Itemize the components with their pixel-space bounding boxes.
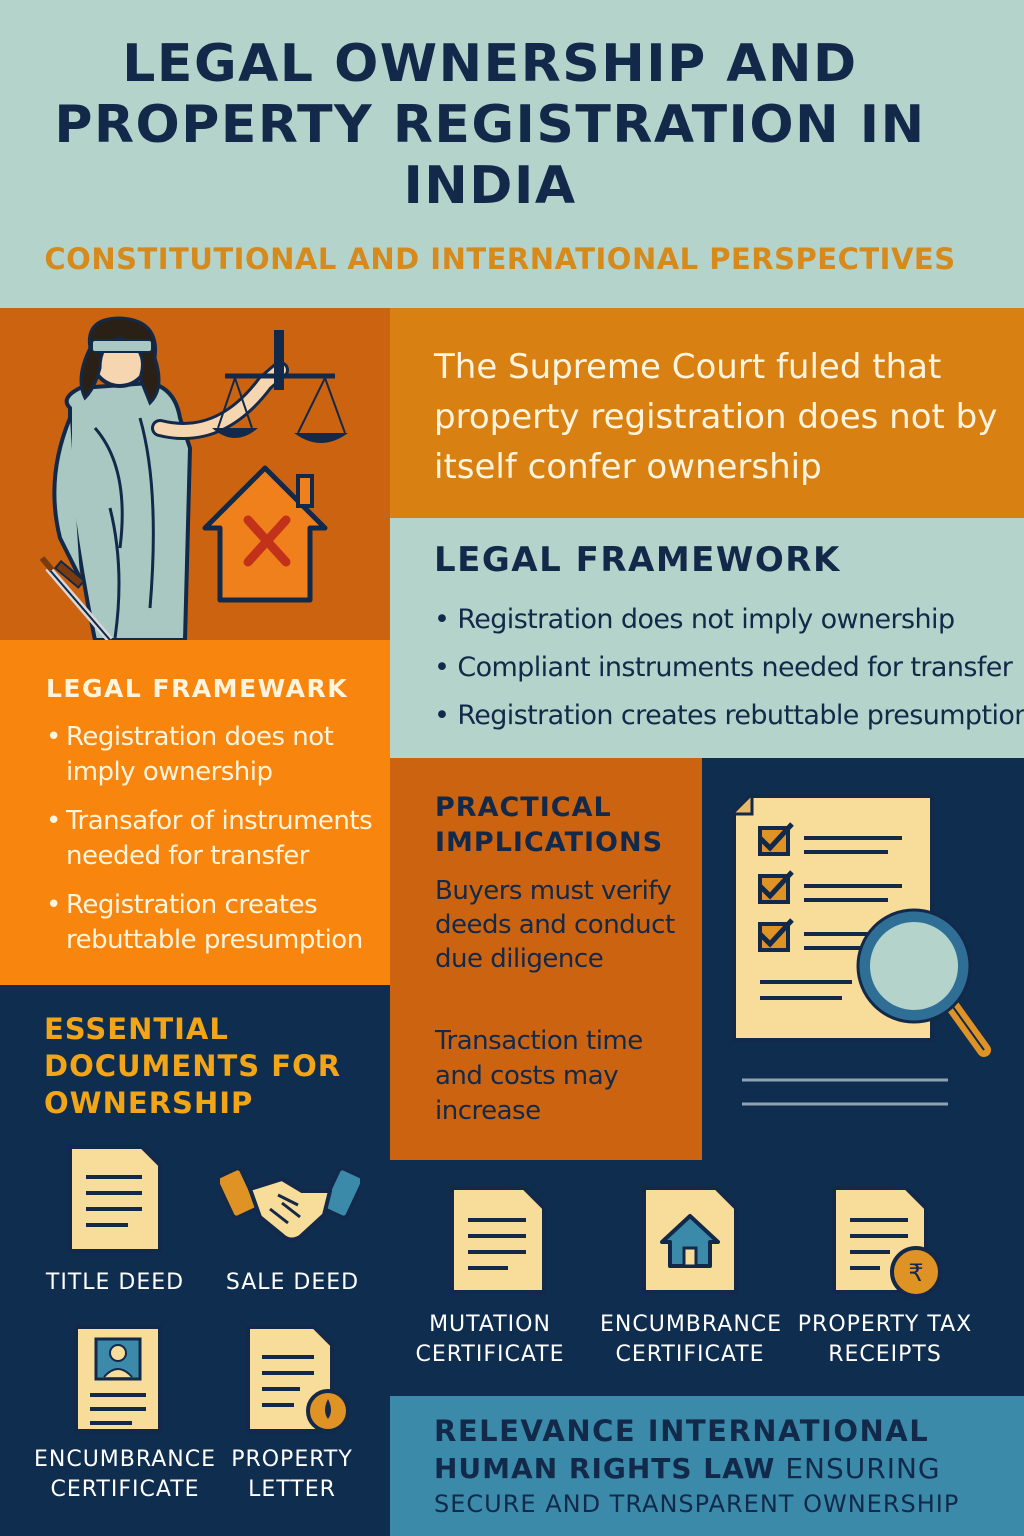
relevance-panel: RELEVANCE INTERNATIONAL HUMAN RIGHTS LAW… bbox=[390, 1396, 1024, 1536]
essential-documents-panel: ESSENTIAL DOCUMENTS FOR OWNERSHIP TITLE … bbox=[0, 985, 390, 1536]
additional-documents-panel: MUTATION CERTIFICATE ENCUMBRANCE CERTIFI… bbox=[390, 1160, 1024, 1396]
header: LEGAL OWNERSHIP AND PROPERTY REGISTRATIO… bbox=[0, 0, 1024, 308]
checklist-magnifier-icon bbox=[732, 794, 991, 1106]
document-icon bbox=[68, 1145, 162, 1253]
svg-text:₹: ₹ bbox=[908, 1259, 923, 1287]
list-item: • Registration creates rebuttable presum… bbox=[434, 700, 1024, 731]
essential-documents-heading: ESSENTIAL DOCUMENTS FOR OWNERSHIP bbox=[44, 1012, 342, 1120]
legal-framework-heading: LEGAL FRAMEWORK bbox=[434, 540, 841, 580]
legal-framework-list: • Registration does not imply ownership … bbox=[434, 596, 1024, 740]
document-icon bbox=[450, 1186, 546, 1294]
house-document-icon bbox=[642, 1186, 738, 1294]
document-label: MUTATION CERTIFICATE bbox=[415, 1312, 565, 1367]
document-label: ENCUMBRANCE CERTIFICATE bbox=[600, 1312, 783, 1367]
legal-framework-secondary-heading: LEGAL FRAMEWARK bbox=[46, 674, 349, 703]
document-label: PROPERTY TAX RECEIPTS bbox=[797, 1312, 973, 1367]
document-label: PROPERTY LETTER bbox=[231, 1447, 353, 1502]
list-item: • Registration does not imply ownership bbox=[434, 604, 955, 635]
legal-framework-panel: LEGAL FRAMEWORK • Registration does not … bbox=[390, 518, 1024, 758]
id-certificate-icon bbox=[74, 1325, 162, 1433]
legal-framework-secondary-list: •Registration does not imply ownership •… bbox=[46, 720, 381, 972]
document-label: TITLE DEED bbox=[45, 1270, 185, 1295]
page-title: LEGAL OWNERSHIP AND PROPERTY REGISTRATIO… bbox=[54, 34, 926, 216]
practical-implications-panel: PRACTICAL IMPLICATIONS Buyers must verif… bbox=[390, 758, 702, 1160]
relevance-line: RELEVANCE INTERNATIONAL bbox=[434, 1414, 930, 1448]
handshake-icon bbox=[220, 1167, 360, 1242]
document-label: ENCUMBRANCE CERTIFICATE bbox=[33, 1447, 217, 1502]
receipt-coin-icon: ₹ bbox=[832, 1186, 942, 1298]
list-item: •Transafor of instruments needed for tra… bbox=[46, 806, 373, 871]
list-item: • Compliant instruments needed for trans… bbox=[434, 652, 1013, 683]
legal-framework-secondary-panel: LEGAL FRAMEWARK •Registration does not i… bbox=[0, 640, 390, 985]
court-ruling-text: The Supreme Court fuled that property re… bbox=[434, 347, 998, 487]
page-subtitle: CONSTITUTIONAL AND INTERNATIONAL PERSPEC… bbox=[44, 242, 956, 276]
practical-point: Buyers must verify deeds and conduct due… bbox=[435, 876, 675, 974]
relevance-line: SECURE AND TRANSPARENT OWNERSHIP bbox=[434, 1490, 960, 1518]
practical-point: Transaction time and costs may increase bbox=[435, 1026, 643, 1126]
list-item: •Registration does not imply ownership bbox=[46, 722, 334, 787]
list-item: •Registration creates rebuttable presump… bbox=[46, 890, 363, 955]
court-ruling-panel: The Supreme Court fuled that property re… bbox=[390, 308, 1024, 518]
lady-justice-illustration bbox=[0, 308, 390, 640]
checklist-illustration bbox=[702, 758, 1024, 1160]
relevance-line: HUMAN RIGHTS LAW ENSURING bbox=[434, 1452, 941, 1485]
practical-implications-heading: PRACTICAL IMPLICATIONS bbox=[435, 792, 664, 858]
document-label: SALE DEED bbox=[225, 1270, 360, 1295]
document-seal-icon bbox=[246, 1325, 350, 1433]
lady-justice-icon bbox=[39, 316, 348, 640]
